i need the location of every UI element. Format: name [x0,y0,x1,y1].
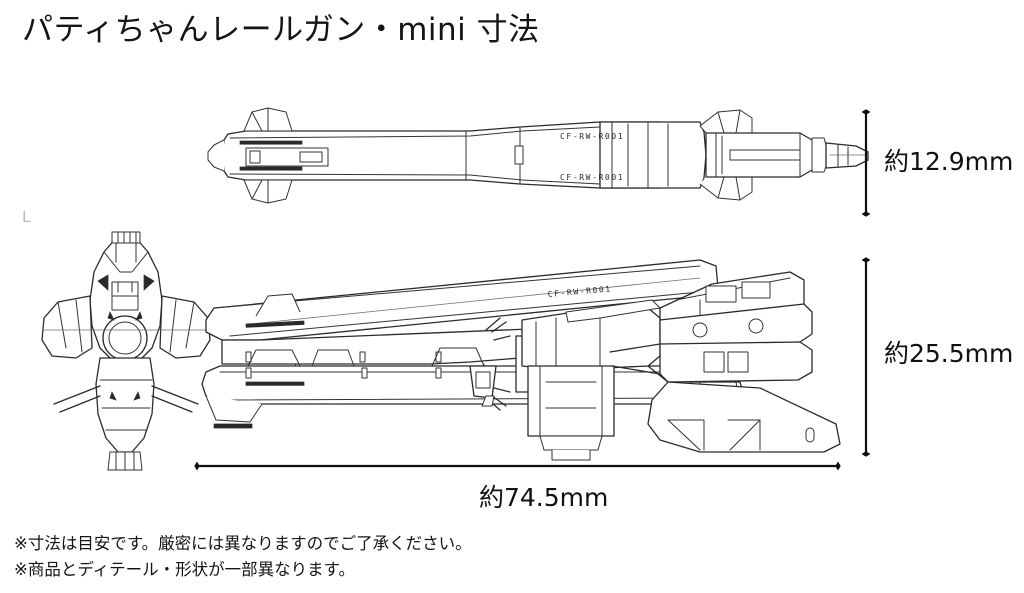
note-line-2: ※商品とディテール・形状が一部異なります。 [14,560,356,579]
scan-artifact-mark: L [22,208,31,226]
front-view [41,231,211,471]
dimension-label-length: 約74.5mm [479,483,609,512]
dimension-label-height-side: 約25.5mm [884,339,1014,368]
note-line-1: ※寸法は目安です。厳密には異なりますのでご了承ください。 [14,534,472,553]
page-title: パティちゃんレールガン・mini 寸法 [22,12,540,48]
top-view: CF-RW-R001 CF-RW-R001 [207,107,869,204]
side-view: CF-RW-R001 [201,259,841,461]
top-view-upper-marking: CF-RW-R001 [560,132,624,141]
top-view-lower-marking: CF-RW-R001 [560,173,624,182]
dimension-label-height-top: 約12.9mm [884,147,1014,176]
disclaimer-notes: ※寸法は目安です。厳密には異なりますのでご了承ください。 ※商品とディテール・形… [14,531,472,583]
dimension-lines [194,109,871,471]
